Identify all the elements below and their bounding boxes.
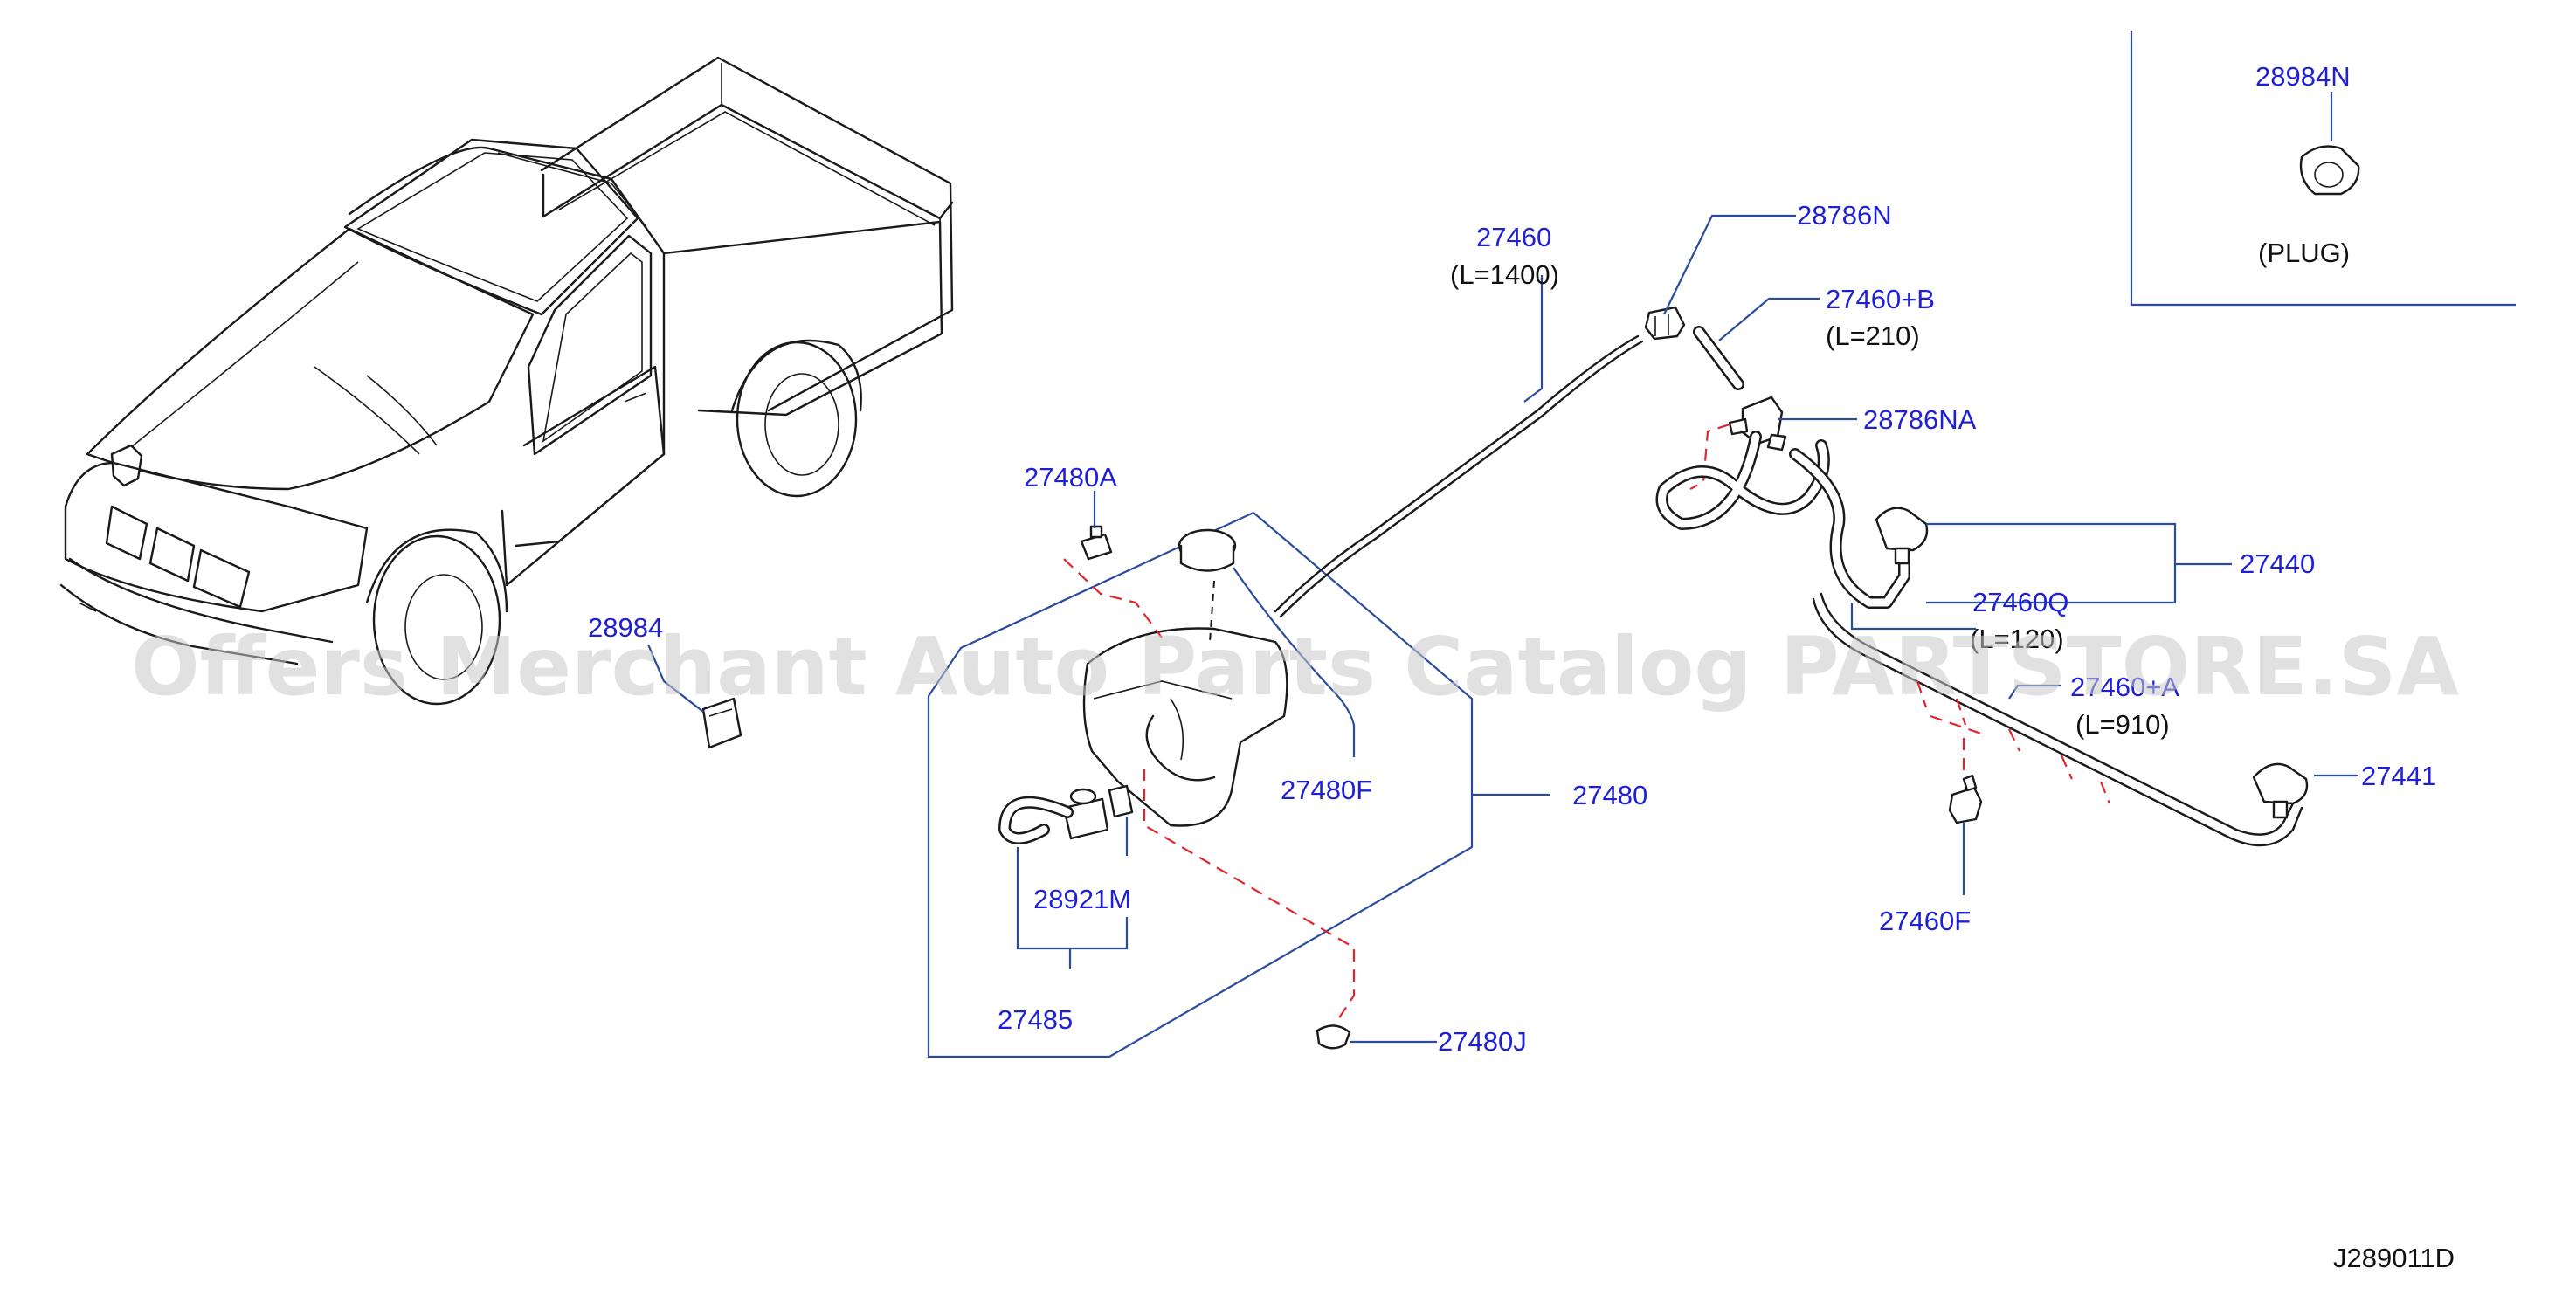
- label-27460B-length: (L=210): [1826, 321, 1920, 351]
- diagram-code: J289011D: [2333, 1243, 2455, 1273]
- hose-27460: [1274, 334, 1644, 618]
- label-27485: 27485: [998, 1004, 1073, 1035]
- label-27460A: 27460+A: [2070, 672, 2179, 702]
- label-28984: 28984: [588, 612, 663, 643]
- label-27460Q: 27460Q: [1972, 587, 2068, 617]
- plug-28984: [701, 697, 742, 749]
- label-27480J: 27480J: [1438, 1026, 1527, 1057]
- washer-nozzle-27440: [1875, 507, 1929, 565]
- hose-27460B: [1693, 326, 1744, 390]
- label-plug: (PLUG): [2258, 238, 2350, 268]
- label-27480: 27480: [1572, 780, 1647, 810]
- washer-reservoir: [1082, 627, 1288, 827]
- plug-28984N: [2299, 145, 2360, 196]
- washer-nozzle-27441: [2252, 762, 2309, 819]
- label-27460: 27460: [1476, 222, 1551, 252]
- washer-pump: [1062, 797, 1109, 840]
- part-labels: 28984N (PLUG) 27460 (L=1400) 28786N 2746…: [588, 61, 2436, 1057]
- nozzle-hose-routing: [1655, 431, 2303, 847]
- label-28786N: 28786N: [1797, 200, 1892, 231]
- label-27480F: 27480F: [1281, 775, 1372, 805]
- leader-lines: [646, 92, 2358, 1044]
- reservoir-group-bracket: [927, 512, 1474, 1058]
- clip-27460F: [1948, 774, 1983, 824]
- grommet-27480J: [1316, 1024, 1351, 1050]
- inset-frame: [2130, 31, 2516, 307]
- washer-tank-assembly: [927, 512, 1474, 1058]
- label-27460-length: (L=1400): [1450, 259, 1559, 290]
- connector-28786N: [1644, 306, 1686, 341]
- label-28984N: 28984N: [2255, 61, 2351, 92]
- label-27460A-length: (L=910): [2075, 709, 2170, 740]
- label-27460B: 27460+B: [1826, 284, 1935, 314]
- label-27480A: 27480A: [1024, 462, 1117, 493]
- label-27460F: 27460F: [1879, 906, 1971, 936]
- label-28921M: 28921M: [1033, 884, 1131, 914]
- watermark: Offers Merchant Auto Parts Catalog PARTS…: [131, 620, 2459, 713]
- label-28786NA: 28786NA: [1863, 404, 1977, 435]
- label-27440: 27440: [2240, 548, 2315, 579]
- pickup-truck-illustration: [59, 56, 954, 706]
- label-27441: 27441: [2361, 761, 2436, 791]
- label-27460Q-length: (L=120): [1970, 624, 2064, 654]
